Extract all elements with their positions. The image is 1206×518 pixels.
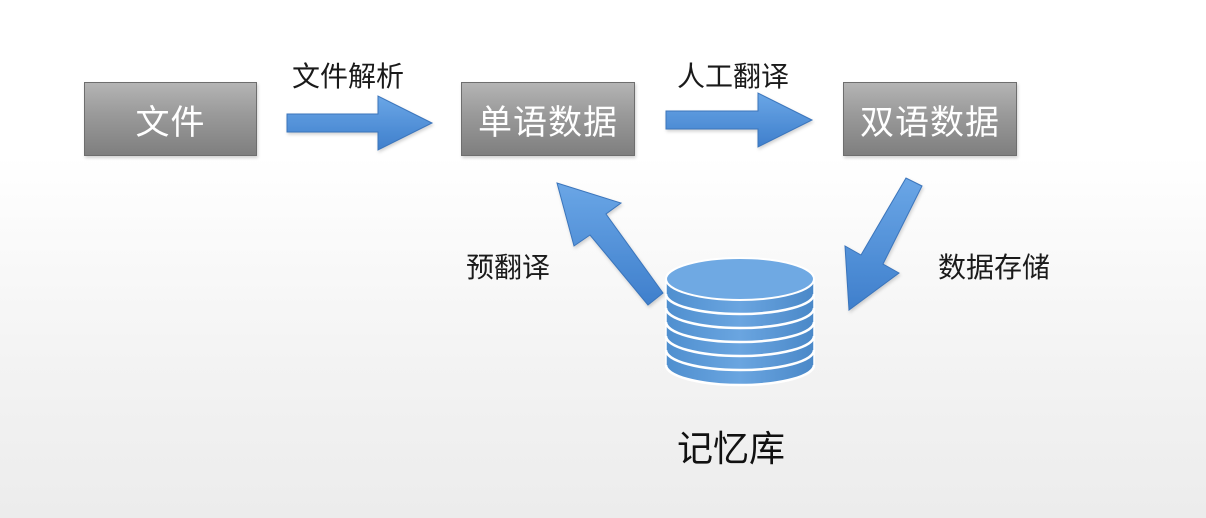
node-monolingual-label: 单语数据 xyxy=(478,102,618,143)
database-icon xyxy=(664,257,816,387)
edge-label-pre-translation: 预翻译 xyxy=(466,251,551,284)
arrow-human-translation xyxy=(665,92,814,148)
edge-label-human-translation: 人工翻译 xyxy=(677,60,790,93)
edge-label-data-storage: 数据存储 xyxy=(938,251,1051,284)
node-bilingual-label: 双语数据 xyxy=(860,102,1000,143)
node-monolingual-data: 单语数据 xyxy=(461,82,635,156)
node-file-label: 文件 xyxy=(135,102,206,143)
arrow-data-storage xyxy=(844,177,923,311)
node-file: 文件 xyxy=(84,82,257,156)
node-bilingual-data: 双语数据 xyxy=(843,82,1017,156)
arrow-pre-translation xyxy=(556,182,664,306)
node-memory-label: 记忆库 xyxy=(677,429,786,470)
arrow-parse xyxy=(286,95,434,151)
edge-label-parse: 文件解析 xyxy=(292,60,405,93)
